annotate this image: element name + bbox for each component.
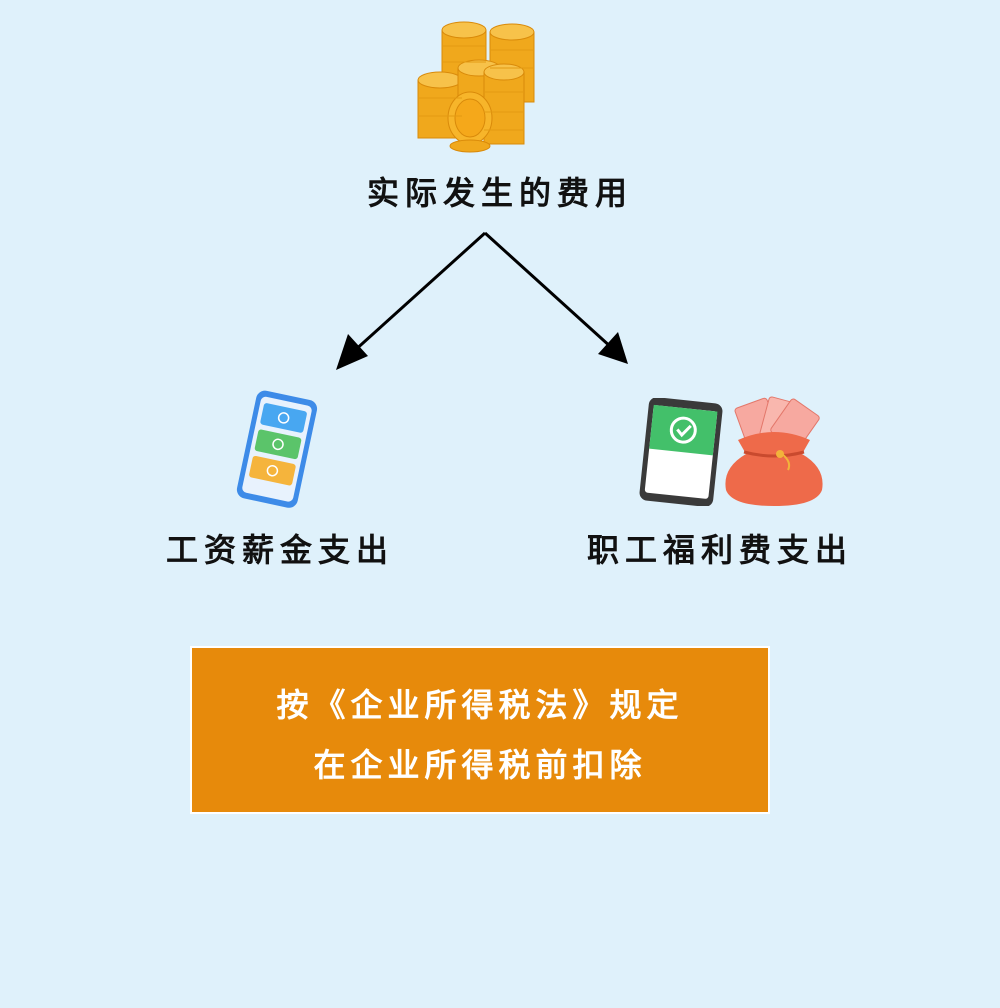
coin-stack-icon	[417, 21, 535, 153]
branch-arrows	[336, 231, 628, 370]
rule-line-2: 在企业所得税前扣除	[313, 746, 647, 784]
arrow-right	[483, 231, 614, 350]
payment-success-phone-icon	[639, 398, 723, 506]
rule-line-1: 按《企业所得税法》规定	[276, 686, 684, 724]
arrow-left	[351, 231, 487, 354]
top-node-label: 实际发生的费用	[366, 174, 633, 212]
arrow-left-head	[336, 334, 368, 370]
rule-box: 按《企业所得税法》规定 在企业所得税前扣除	[190, 646, 770, 814]
mobile-payment-phone-icon	[236, 390, 318, 508]
left-node-label: 工资薪金支出	[165, 531, 394, 569]
money-bag-icon	[725, 396, 823, 506]
arrow-right-head	[598, 332, 628, 364]
right-node-label: 职工福利费支出	[586, 531, 853, 569]
